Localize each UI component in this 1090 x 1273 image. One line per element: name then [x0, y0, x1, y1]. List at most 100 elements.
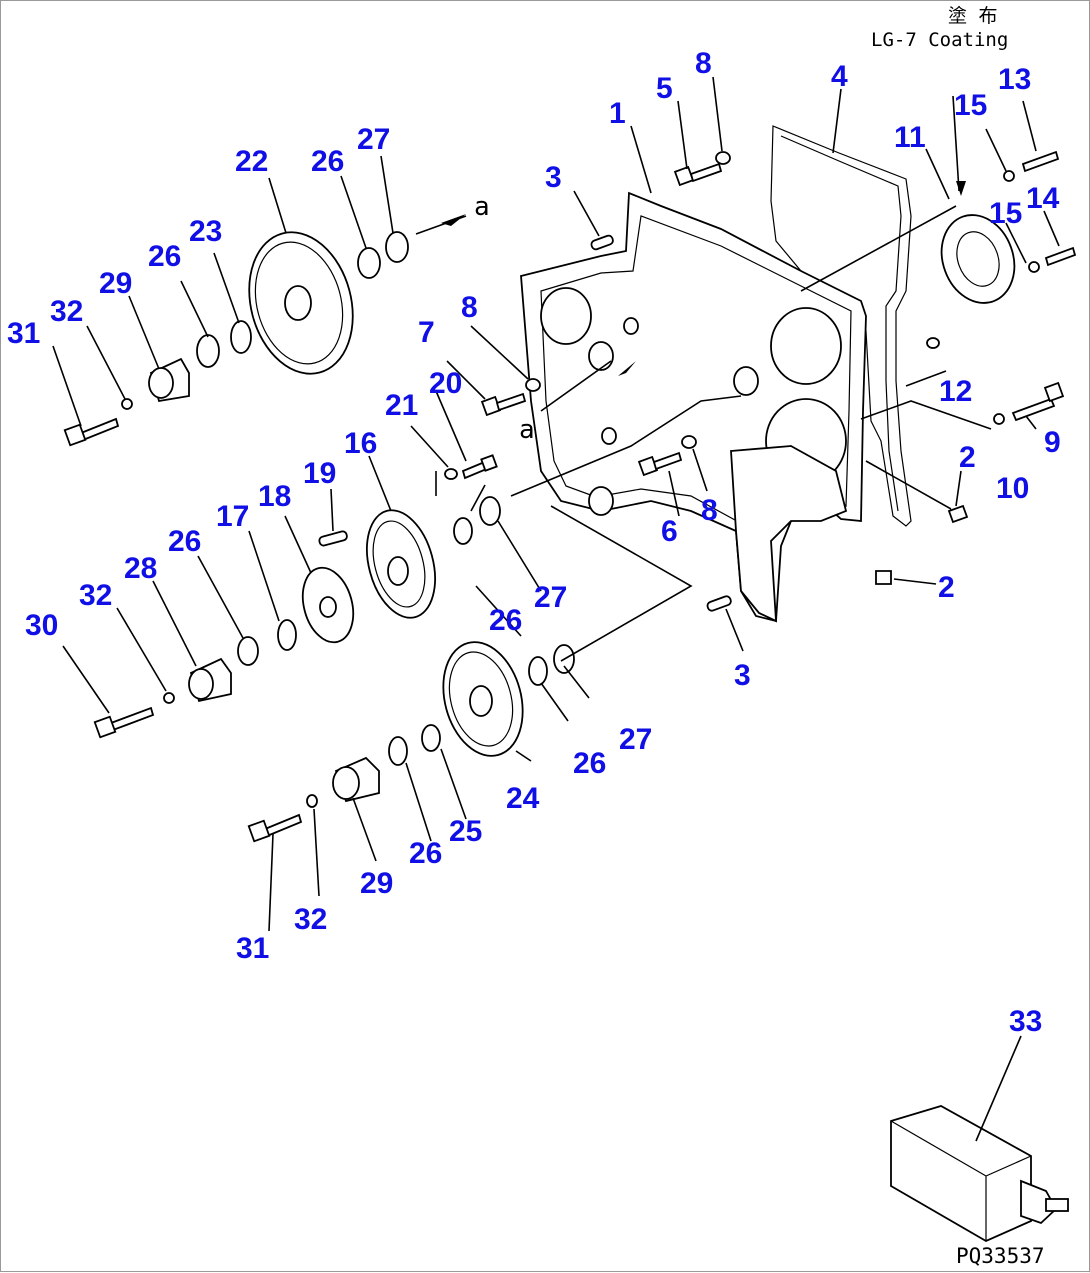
- callout-label: 26: [573, 747, 606, 780]
- washer-21: [444, 468, 458, 480]
- callout-label: 26: [311, 145, 344, 178]
- callout-label: 30: [25, 609, 58, 642]
- gear-22: [248, 231, 354, 375]
- callout-label: 24: [506, 782, 540, 815]
- washer-26: [388, 736, 408, 766]
- shaft-28: [188, 657, 232, 703]
- note-english: LG-7 Coating: [871, 29, 1008, 51]
- arrow-icon: [956, 181, 966, 196]
- gear-16: [366, 509, 436, 619]
- cover-hole: [733, 366, 759, 396]
- callout-label: 32: [50, 295, 83, 328]
- callout-label: 27: [534, 581, 567, 614]
- callout-label: 22: [235, 145, 268, 178]
- plug-2: [875, 570, 892, 585]
- tool-tip: [1045, 1198, 1069, 1212]
- washer-15: [1003, 170, 1015, 182]
- callout-label: 20: [429, 367, 462, 400]
- callout-label: 26: [489, 604, 522, 637]
- note-japanese: 塗 布: [948, 4, 997, 27]
- leader-lines: [52, 76, 1060, 1142]
- bolt-13: [1021, 150, 1060, 173]
- bolt-9: [1011, 397, 1056, 422]
- cover-boss: [588, 486, 614, 516]
- shaft-29: [332, 756, 380, 803]
- arrow-icon: [618, 361, 636, 376]
- dowel-pin: [590, 234, 614, 251]
- cover-bore: [770, 307, 842, 385]
- gear-18: [301, 566, 355, 644]
- callout-label: 4: [831, 60, 848, 93]
- washer-26: [196, 334, 220, 368]
- callout-label: 3: [734, 659, 751, 692]
- callout-label: 32: [79, 579, 112, 612]
- callout-label: 21: [385, 389, 418, 422]
- bolt-31: [63, 417, 120, 447]
- callout-label: 33: [1009, 1005, 1042, 1038]
- callout-label: 25: [449, 815, 482, 848]
- callout-label: 26: [409, 837, 442, 870]
- callout-label: 15: [954, 89, 987, 122]
- washer-8: [715, 151, 731, 165]
- dowel-pin: [706, 595, 732, 612]
- bushing-17: [277, 619, 297, 651]
- cover-hole: [623, 317, 639, 335]
- callout-label: 31: [236, 932, 269, 965]
- washer-8: [681, 435, 697, 449]
- callout-label: 5: [656, 72, 673, 105]
- callout-label: 27: [619, 723, 652, 756]
- drawing-code: PQ33537: [956, 1244, 1045, 1268]
- bolt-20: [461, 454, 498, 480]
- washer-26: [453, 517, 473, 545]
- bushing-25: [421, 724, 441, 752]
- callout-label: 26: [168, 525, 201, 558]
- seal-housing: [940, 214, 1016, 304]
- bolt-7: [480, 392, 527, 417]
- callout-label: 1: [609, 97, 626, 130]
- callout-label: 27: [357, 123, 390, 156]
- seal-bore: [956, 231, 1000, 287]
- washer-26: [357, 247, 381, 279]
- callout-label: 10: [996, 472, 1029, 505]
- callout-label: 14: [1026, 182, 1060, 215]
- callout-label: 18: [258, 480, 291, 513]
- callout-label: 12: [939, 375, 972, 408]
- washer-32: [306, 794, 318, 808]
- bolt-31: [247, 813, 303, 843]
- callout-label: 6: [661, 515, 678, 548]
- pin-19: [318, 530, 348, 547]
- callout-label: 31: [7, 317, 40, 350]
- callout-label: 3: [545, 161, 562, 194]
- callout-labels: 1 2 2 3 3 4 5 6 7 8 8 8 9 10 11 12 13 14…: [7, 47, 1061, 1038]
- washer-26: [528, 656, 548, 686]
- plug-12: [926, 337, 940, 349]
- thrust-washer-27: [479, 496, 501, 526]
- thrust-washer-27: [385, 231, 409, 263]
- washer-8: [525, 378, 541, 392]
- callout-label: 13: [998, 63, 1031, 96]
- callout-label: 8: [461, 291, 478, 324]
- tool-33: [890, 1105, 1069, 1243]
- cover-bore: [540, 287, 592, 345]
- cover-hole: [601, 427, 617, 445]
- cover-hole: [588, 341, 614, 371]
- callout-label: 16: [344, 427, 377, 460]
- callout-label: 29: [99, 267, 132, 300]
- bolt-5: [673, 162, 723, 187]
- callout-label: 8: [695, 47, 712, 80]
- callout-label: 32: [294, 903, 327, 936]
- washer-32: [163, 692, 175, 704]
- callout-label: 15: [989, 197, 1022, 230]
- cover-lower-housing: [730, 445, 848, 623]
- callout-label: 9: [1044, 426, 1061, 459]
- bolt-6: [637, 451, 683, 477]
- callout-label: 28: [124, 552, 157, 585]
- callout-label: 2: [959, 441, 976, 474]
- arrow-icon: [441, 214, 466, 226]
- bushing-23: [230, 320, 252, 354]
- bolt-14: [1044, 246, 1077, 267]
- callout-label: 7: [418, 316, 435, 349]
- shaft-29: [148, 357, 190, 403]
